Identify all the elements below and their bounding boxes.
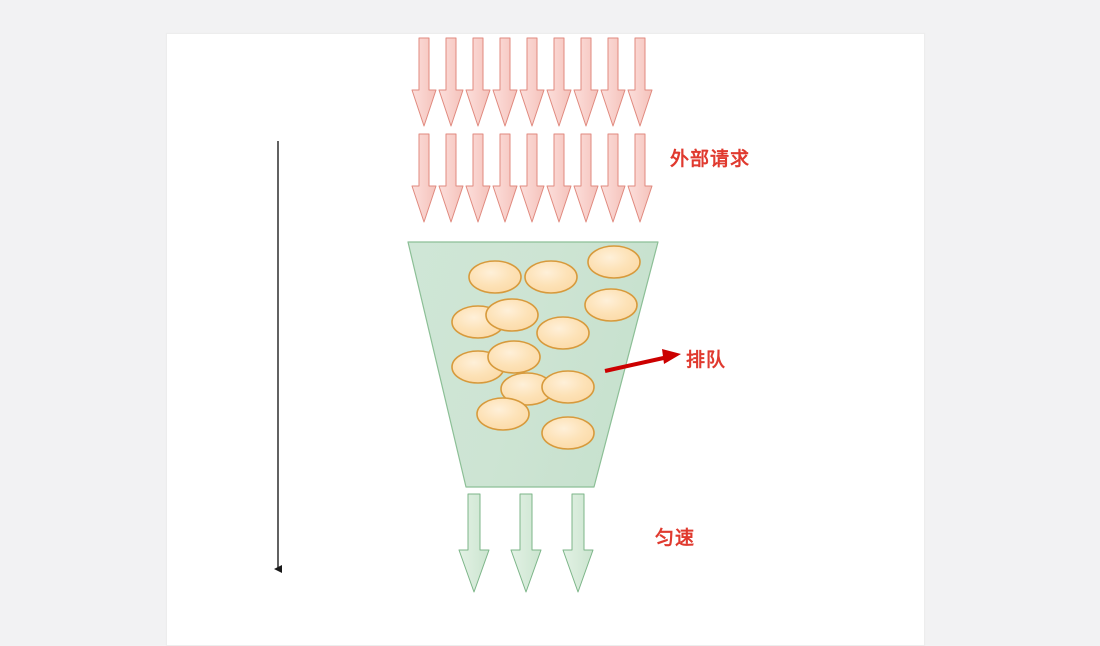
label-queuing: 排队 [686,349,727,371]
queued-item [541,370,595,404]
queued-item [584,288,638,322]
queued-item [487,340,541,374]
queued-item [524,260,578,294]
queued-item [468,260,522,294]
label-external-requests: 外部请求 [670,148,751,170]
queue-pointer-arrow [604,349,681,373]
queued-item [485,298,539,332]
queued-item [587,245,641,279]
queued-item [476,397,530,431]
queued-item [541,416,595,450]
incoming-arrows-row-1 [411,37,653,127]
incoming-arrows-row-2 [411,133,653,223]
label-constant-rate: 匀速 [655,527,696,549]
outgoing-arrows [458,493,594,593]
queued-items [451,245,641,450]
queued-item [536,316,590,350]
